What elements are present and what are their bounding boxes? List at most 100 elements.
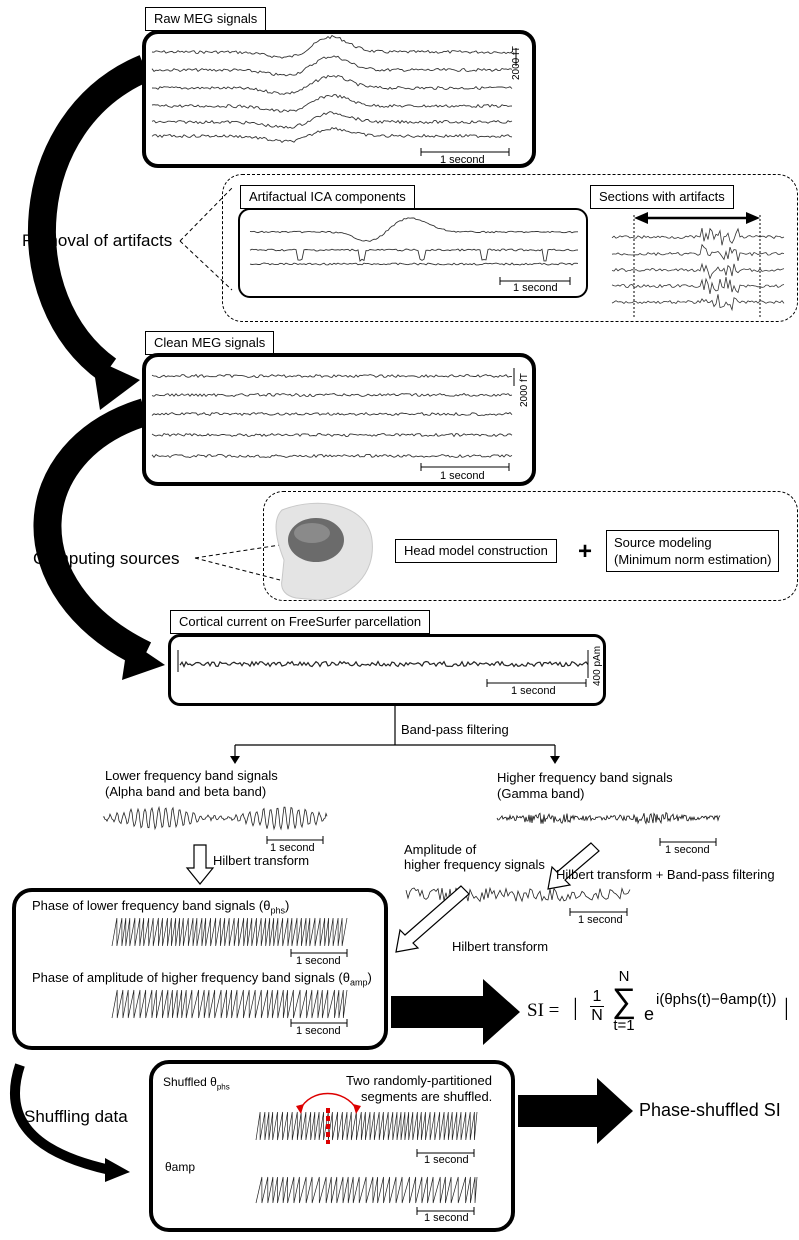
phase-amp-sub: amp — [349, 977, 368, 988]
phase-phs-title-text: Phase of lower frequency band signals (θ — [32, 898, 271, 913]
phase-amp-time: 1 second — [296, 1025, 341, 1037]
clean-meg-trace — [151, 373, 513, 378]
source-modeling-line2: (Minimum norm estimation) — [614, 552, 772, 567]
raw-meg-trace — [151, 34, 513, 59]
lower-band-trace — [102, 805, 328, 831]
cortical-panel — [168, 634, 606, 706]
si-lhs: SI = — [527, 1000, 560, 1021]
phase-phs-trace — [111, 917, 348, 947]
artifact-section-trace — [611, 227, 785, 246]
raw-meg-trace — [151, 74, 513, 95]
ica-time-label: 1 second — [513, 282, 558, 294]
raw-meg-trace — [151, 127, 513, 144]
removal-label: Removal of artifacts — [22, 231, 173, 250]
raw-meg-trace — [151, 55, 513, 77]
phase-amp-trace — [111, 989, 348, 1019]
higher-line2: (Gamma band) — [497, 786, 585, 801]
phase-amp-title: Phase of amplitude of higher frequency b… — [32, 970, 372, 991]
phase-amp-title-text: Phase of amplitude of higher frequency b… — [32, 970, 350, 985]
si-bar-right: | — [784, 995, 789, 1021]
clean-meg-trace — [151, 432, 513, 438]
si-exponent: i(θphs(t)−θamp(t)) — [656, 991, 777, 1008]
raw-meg-trace — [151, 94, 513, 113]
artifact-section-trace — [611, 243, 785, 261]
bandpass-label: Band-pass filtering — [401, 722, 509, 737]
clean-meg-trace — [151, 453, 513, 459]
ica-trace — [249, 217, 578, 242]
removal-dashed-box — [222, 174, 798, 322]
phase-phs-close: ) — [285, 898, 290, 913]
raw-meg-trace — [151, 111, 513, 129]
higher-time-label: 1 second — [665, 844, 710, 856]
shuffled-phs-trace — [255, 1111, 478, 1141]
clean-time-label: 1 second — [440, 470, 485, 482]
ica-trace — [249, 248, 579, 262]
lower-time-label: 1 second — [270, 842, 315, 854]
sources-dashed-box — [263, 491, 798, 601]
phase-phs-title: Phase of lower frequency band signals (θ… — [32, 898, 289, 919]
si-fraction: 1 N — [590, 988, 604, 1025]
head-model-construction-box: Head model construction — [395, 539, 557, 563]
shuffled-label: Shuffled θphs — [163, 1075, 230, 1091]
artifact-section-trace — [611, 294, 785, 312]
shuffle-panel — [149, 1060, 515, 1232]
phase-shuffled-si: Phase-shuffled SI — [639, 1100, 781, 1120]
si-exp-base: e — [644, 1004, 655, 1024]
source-modeling-box: Source modeling (Minimum norm estimation… — [606, 530, 780, 572]
phase-amp-close: ) — [367, 970, 372, 985]
lower-hilbert-label: Hilbert transform — [213, 853, 310, 868]
cortical-time-label: 1 second — [511, 685, 556, 697]
shuffled-time: 1 second — [424, 1154, 469, 1166]
source-modeling-line1: Source modeling — [614, 535, 712, 550]
clean-meg-trace — [151, 392, 513, 398]
shuffle-note-line2: segments are shuffled. — [361, 1089, 493, 1104]
si-sum: N ∑ t=1 — [608, 968, 640, 1034]
si-frac-num: 1 — [590, 988, 604, 1007]
cortical-trace — [179, 660, 589, 668]
amplitude-trace — [405, 886, 631, 904]
theta-amp-label: θamp — [165, 1160, 196, 1174]
si-bar-left: | — [573, 995, 578, 1021]
clean-meg-trace — [151, 411, 513, 417]
si-sum-top: N — [618, 968, 630, 985]
amplitude-hilbert-label: Hilbert transform — [452, 939, 549, 954]
si-sum-bottom: t=1 — [613, 1017, 635, 1034]
si-sigma: ∑ — [611, 982, 637, 1020]
theta-amp-trace — [255, 1176, 478, 1204]
si-frac-den: N — [591, 1007, 603, 1024]
clean-meg-title: Clean MEG signals — [145, 331, 275, 355]
shuffled-label-sub: phs — [216, 1082, 230, 1092]
artifact-section-trace — [611, 262, 785, 280]
cortical-title: Cortical current on FreeSurfer parcellat… — [170, 610, 431, 634]
higher-line1: Higher frequency band signals — [497, 770, 673, 785]
shuffled-label-text: Shuffled θ — [163, 1075, 217, 1089]
computing-sources-label: Computing sources — [33, 549, 180, 568]
raw-time-label: 1 second — [440, 154, 485, 166]
lower-line2: (Alpha band and beta band) — [105, 784, 267, 799]
lower-line1: Lower frequency band signals — [105, 768, 278, 783]
hilbert-bandpass-label: Hilbert transform + Band-pass filtering — [556, 867, 775, 882]
higher-band-trace — [496, 811, 721, 825]
amplitude-time-label: 1 second — [578, 914, 623, 926]
phase-phs-sub: phs — [270, 905, 285, 916]
